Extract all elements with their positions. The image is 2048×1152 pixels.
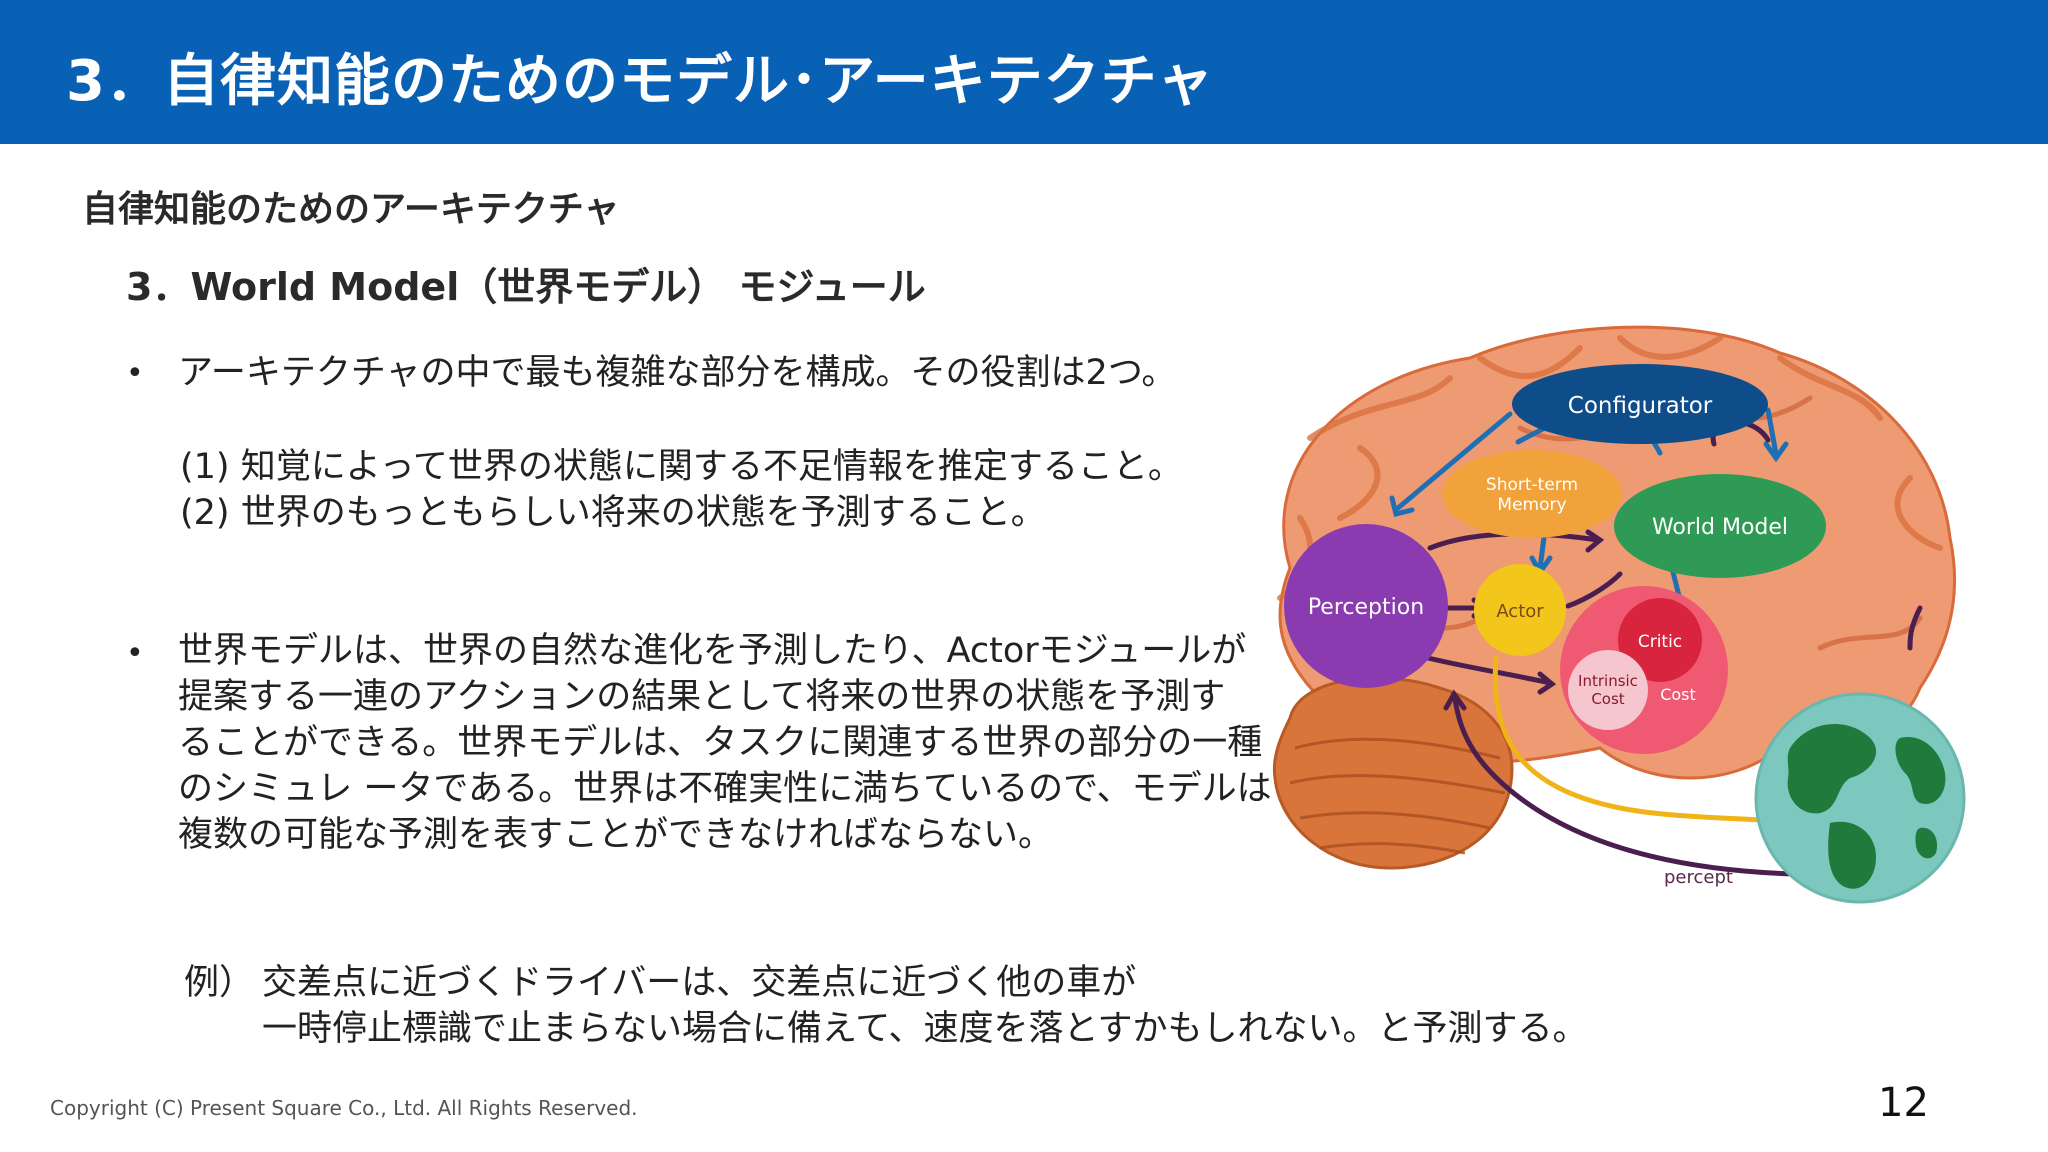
short-term-memory-label-line-2: Memory [1497, 495, 1566, 515]
bullet-2-line-2: 提案する一連のアクションの結果として将来の世界の状態を予測す [178, 677, 1226, 717]
section-heading: 自律知能のためのアーキテクチャ [82, 189, 620, 230]
intrinsic-cost-label-line-1: Intrinsic [1578, 672, 1638, 690]
copyright-notice: Copyright (C) Present Square Co., Ltd. A… [50, 1096, 638, 1120]
bullet-marker-2: • [126, 636, 144, 671]
title-bar: 3．自律知能のためのモデル･アーキテクチャ [0, 0, 2048, 144]
world-model-architecture-diagram: Configurator Short-term Memory World Mod… [1272, 325, 1966, 904]
bullet-1-text: アーキテクチャの中で最も複雑な部分を構成。その役割は2つ。 [178, 353, 1177, 393]
intrinsic-cost-label-line-2: Cost [1591, 690, 1624, 708]
cost-label: Cost [1660, 685, 1696, 704]
short-term-memory-label-line-1: Short-term [1486, 475, 1578, 495]
example-line-2: 一時停止標識で止まらない場合に備えて、速度を落とすかもしれない。と予測する。 [262, 1009, 1588, 1049]
role-item-1: (1) 知覚によって世界の状態に関する不足情報を推定すること。 [180, 447, 1183, 487]
configurator-module: Configurator [1512, 364, 1768, 444]
perception-module: Perception [1284, 524, 1448, 688]
bullet-2-line-3: ることができる。世界モデルは、タスクに関連する世界の部分の一種 [178, 723, 1263, 763]
short-term-memory-module: Short-term Memory [1442, 450, 1622, 538]
configurator-label: Configurator [1568, 393, 1713, 419]
cerebellum [1272, 676, 1514, 870]
world-model-module: World Model [1614, 474, 1826, 578]
example-line-1: 交差点に近づくドライバーは、交差点に近づく他の車が [262, 963, 1137, 1003]
perception-label: Perception [1308, 595, 1424, 620]
world-model-label: World Model [1652, 515, 1788, 540]
bullet-2-line-4: のシミュレ ータである。世界は不確実性に満ちているので、モデルは [178, 769, 1272, 809]
example-label: 例） [184, 963, 255, 1003]
percept-label: percept [1664, 867, 1733, 888]
module-subheading: 3．World Model（世界モデル） モジュール [126, 265, 926, 309]
cost-cluster: Critic Intrinsic Cost Cost [1560, 586, 1728, 754]
earth-globe-icon [1754, 692, 1966, 904]
bullet-2-line-5: 複数の可能な予測を表すことができなければならない。 [178, 815, 1054, 855]
bullet-2-line-1: 世界モデルは、世界の自然な進化を予測したり、Actorモジュールが [178, 631, 1247, 671]
slide-title: 3．自律知能のためのモデル･アーキテクチャ [66, 49, 1215, 114]
critic-label: Critic [1638, 632, 1682, 652]
actor-label: Actor [1496, 601, 1544, 622]
bullet-marker-1: • [126, 356, 144, 391]
actor-module: Actor [1474, 564, 1566, 656]
page-number: 12 [1878, 1080, 1929, 1126]
role-item-2: (2) 世界のもっともらしい将来の状態を予測すること。 [180, 493, 1046, 533]
